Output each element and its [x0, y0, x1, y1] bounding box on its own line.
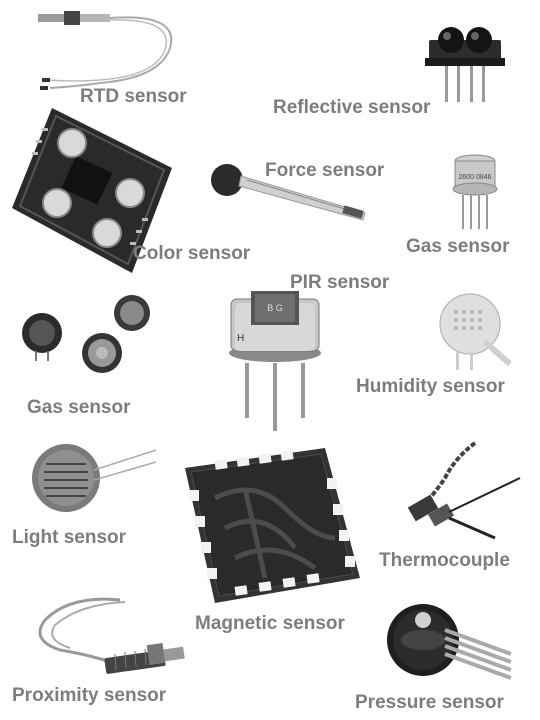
- force-sensor-label: Force sensor: [265, 160, 385, 181]
- pir-sensor-label: PIR sensor: [290, 272, 390, 293]
- thermocouple-image: [407, 441, 521, 540]
- gas-sensor-can-image: 2600 0846: [452, 154, 498, 229]
- rtd-sensor-image: [38, 11, 173, 90]
- magnetic-sensor-image: [185, 448, 360, 603]
- proximity-sensor-label: Proximity sensor: [12, 685, 167, 706]
- gas-sensor-group-image: [22, 295, 150, 373]
- color-sensor-label: Color sensor: [133, 243, 251, 264]
- force-sensor-image: [211, 164, 366, 221]
- gas-sensor-left-label: Gas sensor: [27, 397, 131, 418]
- magnetic-sensor-label: Magnetic sensor: [195, 613, 345, 634]
- proximity-sensor-image: [38, 597, 185, 674]
- humidity-sensor-label: Humidity sensor: [356, 376, 505, 397]
- light-sensor-label: Light sensor: [12, 527, 127, 548]
- pir-side-marking: H: [237, 333, 244, 344]
- gas-sensor-top-label: Gas sensor: [406, 236, 510, 257]
- thermocouple-label: Thermocouple: [379, 550, 510, 571]
- color-sensor-image: [12, 108, 172, 273]
- gas-can-marking: 2600 0846: [458, 174, 491, 181]
- humidity-sensor-image: [439, 293, 512, 370]
- pressure-sensor-image: [387, 604, 512, 680]
- light-sensor-image: [32, 444, 157, 512]
- rtd-sensor-label: RTD sensor: [80, 86, 187, 107]
- pressure-sensor-label: Pressure sensor: [355, 692, 504, 713]
- reflective-sensor-image: [425, 27, 505, 102]
- pir-sensor-image: B G H: [229, 291, 321, 431]
- pir-top-marking: B G: [267, 303, 283, 313]
- reflective-sensor-label: Reflective sensor: [273, 97, 431, 118]
